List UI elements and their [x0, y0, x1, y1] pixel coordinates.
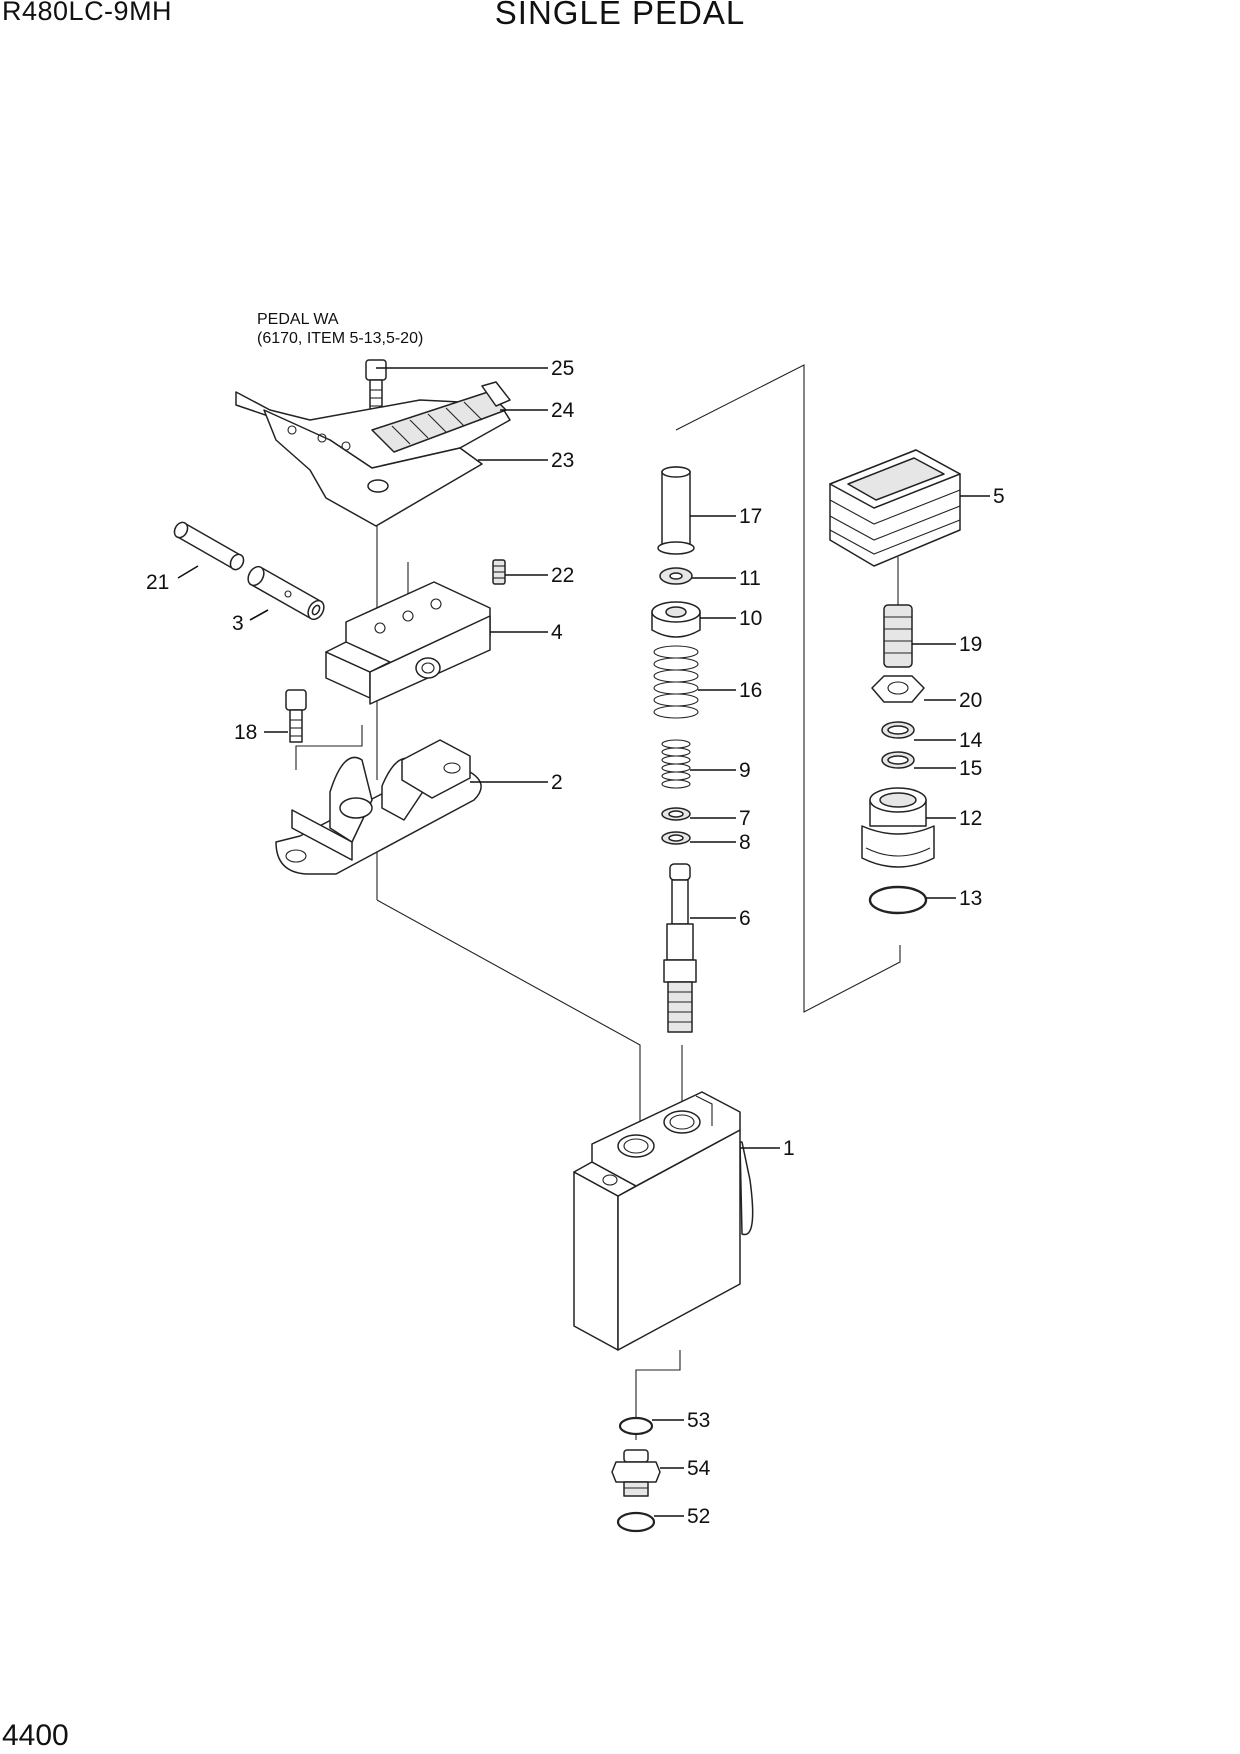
callout-15: 15 — [959, 757, 982, 780]
page-title: SINGLE PEDAL — [494, 0, 746, 31]
part-8-washer — [661, 831, 691, 845]
callout-21: 21 — [146, 571, 169, 594]
callout-2: 2 — [551, 771, 563, 794]
callout-9: 9 — [739, 759, 751, 782]
callout-19: 19 — [959, 633, 982, 656]
callout-53: 53 — [687, 1409, 710, 1432]
part-13-o-ring — [868, 885, 928, 915]
part-2-base-bracket — [275, 739, 482, 875]
callout-52: 52 — [687, 1505, 710, 1528]
part-7-shim — [661, 807, 691, 821]
part-14-seal — [881, 721, 915, 739]
part-16-outer-spring — [653, 645, 699, 719]
callout-11: 11 — [739, 567, 761, 590]
part-20-hex-nut — [871, 675, 925, 703]
callout-54: 54 — [687, 1457, 711, 1480]
callout-23: 23 — [551, 449, 574, 472]
callout-7: 7 — [739, 807, 751, 830]
callout-1: 1 — [783, 1137, 795, 1160]
callout-3: 3 — [232, 612, 244, 635]
callout-20: 20 — [959, 689, 982, 712]
part-6-spool — [663, 863, 697, 1033]
callout-5: 5 — [993, 485, 1005, 508]
callout-4: 4 — [551, 621, 563, 644]
part-52-o-ring — [616, 1511, 656, 1533]
model-code: R480LC-9MH — [2, 0, 173, 26]
part-9-inner-spring — [661, 739, 691, 789]
part-22-set-screw — [492, 559, 506, 585]
part-10-spring-seat — [651, 601, 701, 638]
part-53-o-ring — [618, 1416, 654, 1436]
part-54-fitting — [611, 1449, 661, 1497]
assembly-guide-lines — [295, 364, 901, 1440]
page-number: 4400 — [2, 1719, 69, 1752]
pedal-note-line2: (6170, ITEM 5-13,5-20) — [257, 330, 423, 347]
callout-14: 14 — [959, 729, 983, 752]
callout-25: 25 — [551, 357, 574, 380]
part-12-plug — [861, 787, 935, 868]
part-15-seal — [881, 751, 915, 769]
part-23-24-pedal — [235, 381, 511, 527]
leader-lines — [177, 367, 990, 1517]
callout-12: 12 — [959, 807, 982, 830]
part-4-bracket-block — [325, 581, 491, 705]
part-18-bolt — [285, 689, 307, 743]
pedal-note-line1: PEDAL WA — [257, 311, 339, 328]
part-21-pin — [173, 521, 245, 571]
callout-16: 16 — [739, 679, 762, 702]
callout-22: 22 — [551, 564, 574, 587]
part-3-bushing — [247, 565, 325, 621]
part-17-plunger — [657, 466, 695, 555]
part-25-bolt — [365, 359, 387, 415]
part-19-threaded-rod — [883, 604, 913, 668]
callout-13: 13 — [959, 887, 982, 910]
part-5-boot — [829, 449, 961, 567]
part-11-washer — [659, 567, 693, 585]
part-1-valve-body — [573, 1091, 754, 1351]
callout-6: 6 — [739, 907, 751, 930]
callout-10: 10 — [739, 607, 762, 630]
callout-24: 24 — [551, 399, 575, 422]
callout-18: 18 — [234, 721, 257, 744]
callout-8: 8 — [739, 831, 751, 854]
callout-17: 17 — [739, 505, 762, 528]
